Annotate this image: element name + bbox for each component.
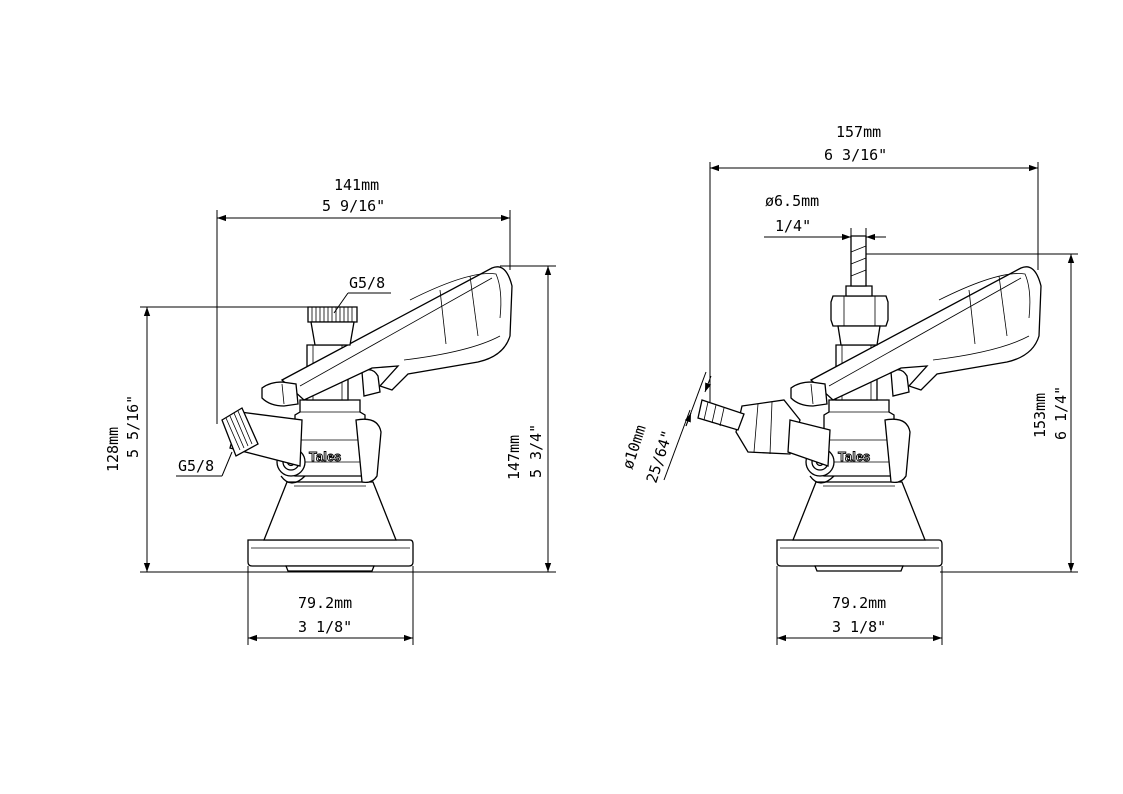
right-coupler-drawing [776,266,1042,572]
left-top-thread-fitting [307,306,358,346]
left-side-thread-fitting [221,407,303,467]
left-height-mm: 128mm [104,427,122,472]
right-side-diameter-inch: 25/64" [643,428,677,485]
right-width-inch: 6 3/16" [824,146,887,164]
left-thread-top-label: G5/8 [349,274,385,292]
right-base-mm: 79.2mm [832,594,886,612]
right-hose-diameter-mm: ø6.5mm [765,192,819,210]
right-top-hose-barb [830,235,889,346]
right-width-mm: 157mm [836,123,881,141]
left-base-mm: 79.2mm [298,594,352,612]
left-total-height-inch: 5 3/4" [527,424,545,478]
right-total-height-mm: 153mm [1031,393,1049,438]
left-height-inch: 5 5/16" [124,395,142,458]
right-side-diameter-mm: ø10mm [619,423,650,472]
right-view: 157mm 6 3/16" ø6.5mm 1/4" 153mm 6 1/4" ø… [619,123,1078,645]
left-width-mm: 141mm [334,176,379,194]
right-side-hose-barb [697,399,831,467]
right-total-height-inch: 6 1/4" [1052,386,1070,440]
right-base-inch: 3 1/8" [832,618,886,636]
left-total-height-mm: 147mm [505,435,523,480]
left-base-inch: 3 1/8" [298,618,352,636]
left-thread-side-label: G5/8 [178,457,214,475]
left-width-inch: 5 9/16" [322,197,385,215]
right-hose-diameter-inch: 1/4" [775,217,811,235]
left-view: 141mm 5 9/16" 128mm 5 5/16" 147mm 5 3/4"… [104,176,556,645]
